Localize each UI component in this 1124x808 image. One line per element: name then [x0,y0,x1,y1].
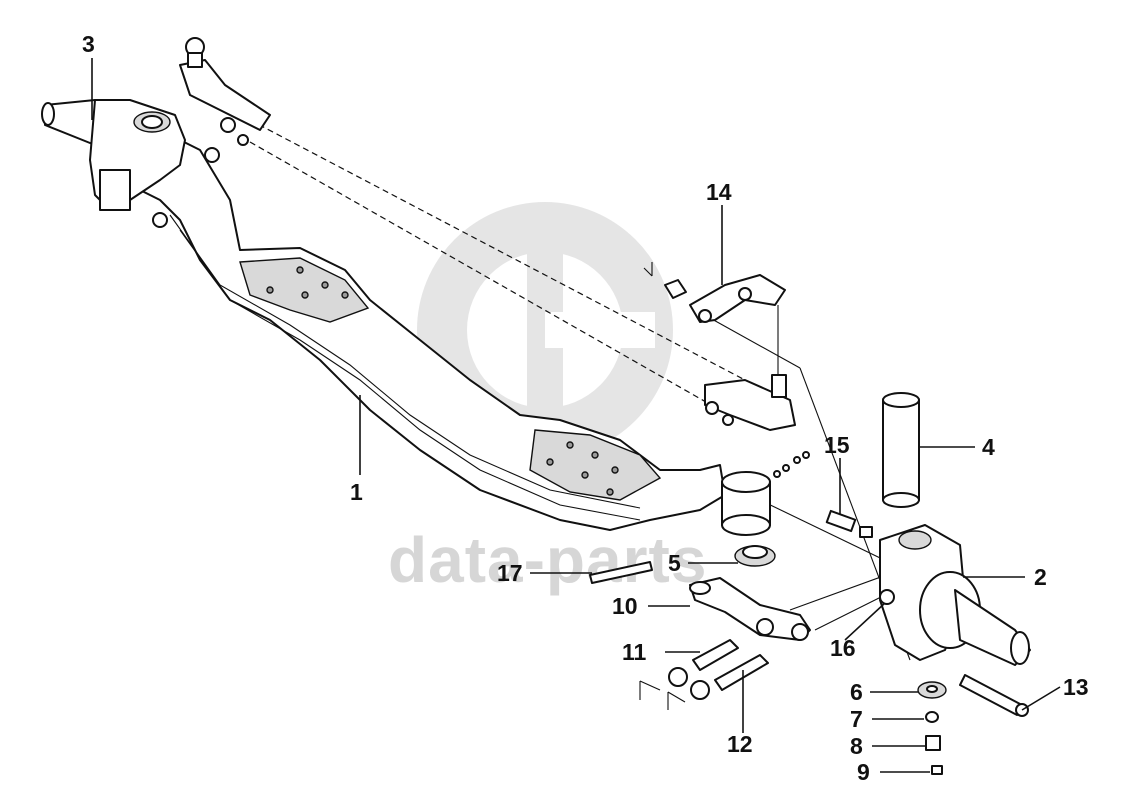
knuckle-bearing [721,451,810,567]
right-arm-bolt [667,654,769,710]
washer [917,681,947,699]
drag-link-arm [689,577,811,641]
callout-13: 13 [1063,674,1089,700]
callout-7: 7 [850,706,863,732]
callout-14: 14 [706,179,732,205]
callout-3: 3 [82,31,95,57]
stop-bolt [825,509,873,538]
cap-nut [925,735,941,751]
callout-leaders [91,58,1061,773]
callout-1: 1 [350,479,363,505]
seal-ring [925,711,939,723]
callout-10: 10 [612,593,638,619]
grease-fitting [879,589,895,605]
callout-labels: 3 1 2 4 5 6 7 8 9 10 11 12 13 14 15 16 1… [82,31,1089,785]
callout-2: 2 [1034,564,1047,590]
axle-beam [119,124,726,531]
callout-17: 17 [497,560,523,586]
left-steering-knuckle [41,99,220,228]
callout-5: 5 [668,550,681,576]
steering-arm [643,262,786,375]
king-pin [882,392,920,508]
callout-9: 9 [857,759,870,785]
long-bolt [959,674,1029,717]
watermark-text: data-parts [388,524,707,596]
callout-11: 11 [622,639,647,665]
right-tie-rod-end [704,374,796,431]
left-arm-bolt [639,639,739,700]
callout-16: 16 [830,635,856,661]
callout-4: 4 [982,434,995,460]
left-tie-rod-end [179,37,271,146]
cotter-pin [931,765,943,775]
callout-6: 6 [850,679,863,705]
callout-8: 8 [850,733,863,759]
tie-rod-dashed-lines [249,119,746,411]
callout-15: 15 [824,432,850,458]
callout-12: 12 [727,731,753,757]
locating-pin [589,561,653,584]
right-steering-knuckle [879,524,1031,666]
